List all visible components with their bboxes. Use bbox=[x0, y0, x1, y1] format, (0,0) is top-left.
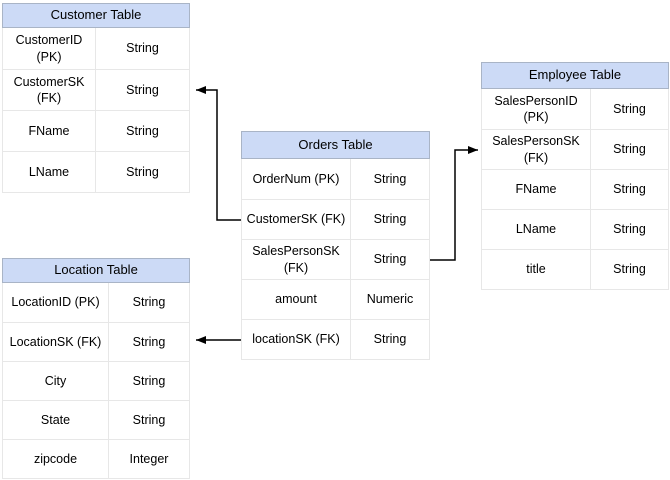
connector-orders-to-customer[interactable] bbox=[196, 86, 241, 221]
table-row: SalesPersonSK (FK) String bbox=[482, 129, 668, 169]
table-row: CustomerSK (FK) String bbox=[242, 199, 429, 239]
field-name-cell: amount bbox=[242, 280, 351, 319]
table-row: LocationSK (FK) String bbox=[3, 322, 189, 361]
field-type-cell: String bbox=[613, 182, 646, 197]
table-row: CustomerID (PK) String bbox=[3, 28, 189, 69]
table-row: LocationID (PK) String bbox=[3, 283, 189, 322]
field-type-cell: String bbox=[132, 373, 166, 388]
field-name-cell: LName bbox=[3, 152, 96, 192]
location-table-title: Location Table bbox=[2, 258, 190, 283]
table-row: SalesPersonSK (FK) String bbox=[242, 239, 429, 279]
field-name-cell: LName bbox=[482, 210, 591, 249]
field-type-cell: String bbox=[373, 332, 407, 347]
table-row: LName String bbox=[3, 151, 189, 192]
field-name-cell: CustomerSK (FK) bbox=[3, 70, 96, 110]
employee-table[interactable]: Employee Table SalesPersonID (PK) String… bbox=[481, 62, 669, 290]
field-name-cell: CustomerSK (FK) bbox=[242, 200, 351, 239]
table-row: City String bbox=[3, 361, 189, 400]
orders-table-body: OrderNum (PK) String CustomerSK (FK) Str… bbox=[241, 159, 430, 360]
field-type-cell: String bbox=[373, 171, 407, 186]
field-type-cell: String bbox=[126, 123, 159, 138]
field-name-cell: LocationID (PK) bbox=[3, 283, 109, 322]
field-type-cell: Integer bbox=[129, 451, 169, 466]
field-name-cell: State bbox=[3, 401, 109, 439]
field-name-cell: SalesPersonID (PK) bbox=[482, 89, 591, 129]
field-type-cell: String bbox=[126, 82, 159, 97]
field-type-cell: String bbox=[126, 164, 159, 179]
field-name-cell: City bbox=[3, 362, 109, 400]
field-name-cell: OrderNum (PK) bbox=[242, 159, 351, 199]
table-row: locationSK (FK) String bbox=[242, 319, 429, 359]
customer-table-title: Customer Table bbox=[2, 3, 190, 28]
employee-table-body: SalesPersonID (PK) String SalesPersonSK … bbox=[481, 89, 669, 290]
field-type-cell: String bbox=[126, 41, 159, 56]
connector-orders-to-employee[interactable] bbox=[430, 146, 478, 261]
location-table-body: LocationID (PK) String LocationSK (FK) S… bbox=[2, 283, 190, 479]
field-name-cell: zipcode bbox=[3, 440, 109, 478]
field-type-cell: Numeric bbox=[366, 292, 414, 307]
field-name-cell: LocationSK (FK) bbox=[3, 323, 109, 361]
field-type-cell: String bbox=[613, 262, 646, 277]
field-name-cell: title bbox=[482, 250, 591, 289]
customer-table-body: CustomerID (PK) String CustomerSK (FK) S… bbox=[2, 28, 190, 193]
field-type-cell: String bbox=[132, 334, 166, 349]
employee-table-title: Employee Table bbox=[481, 62, 669, 89]
table-row: FName String bbox=[3, 110, 189, 151]
field-type-cell: String bbox=[373, 252, 407, 267]
customer-table[interactable]: Customer Table CustomerID (PK) String Cu… bbox=[2, 3, 190, 193]
field-type-cell: String bbox=[613, 142, 646, 157]
orders-table-title: Orders Table bbox=[241, 131, 430, 159]
field-type-cell: String bbox=[132, 412, 166, 427]
table-row: title String bbox=[482, 249, 668, 289]
field-name-cell: locationSK (FK) bbox=[242, 320, 351, 359]
table-row: OrderNum (PK) String bbox=[242, 159, 429, 199]
field-name-cell: CustomerID (PK) bbox=[3, 28, 96, 69]
table-row: State String bbox=[3, 400, 189, 439]
orders-table[interactable]: Orders Table OrderNum (PK) String Custom… bbox=[241, 131, 430, 360]
location-table[interactable]: Location Table LocationID (PK) String Lo… bbox=[2, 258, 190, 479]
table-row: CustomerSK (FK) String bbox=[3, 69, 189, 110]
field-type-cell: String bbox=[613, 101, 646, 116]
field-name-cell: FName bbox=[482, 170, 591, 209]
table-row: FName String bbox=[482, 169, 668, 209]
table-row: LName String bbox=[482, 209, 668, 249]
table-row: zipcode Integer bbox=[3, 439, 189, 478]
field-name-cell: SalesPersonSK (FK) bbox=[482, 130, 591, 169]
field-type-cell: String bbox=[373, 212, 407, 227]
field-type-cell: String bbox=[132, 295, 166, 310]
field-name-cell: SalesPersonSK (FK) bbox=[242, 240, 351, 279]
table-row: SalesPersonID (PK) String bbox=[482, 89, 668, 129]
table-row: amount Numeric bbox=[242, 279, 429, 319]
field-type-cell: String bbox=[613, 222, 646, 237]
field-name-cell: FName bbox=[3, 111, 96, 151]
